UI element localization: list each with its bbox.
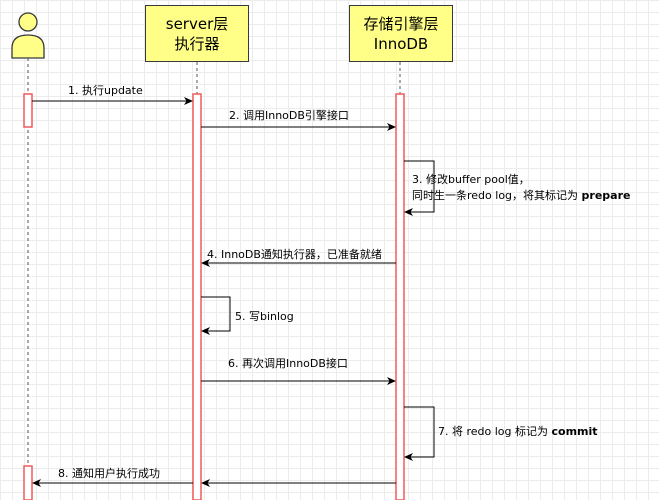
server-participant-line1: server层 [165, 14, 229, 33]
server-activation [192, 93, 202, 500]
message-3-line2-text: 同时生一条redo log，将其标记为 [412, 189, 582, 202]
message-8-label: 8. 通知用户执行成功 [58, 467, 160, 480]
message-3-self-arrow [404, 160, 435, 216]
user-activation-top [23, 93, 33, 128]
message-3-prepare-keyword: prepare [581, 189, 631, 202]
message-7-text: 7. 将 redo log 标记为 [438, 425, 552, 438]
message-5-self-arrow [201, 296, 231, 335]
message-3-line1: 3. 修改buffer pool值， [412, 173, 530, 186]
server-participant-box: server层 执行器 [145, 5, 249, 62]
message-6-label: 6. 再次调用InnoDB接口 [228, 357, 348, 370]
innodb-activation [395, 93, 405, 500]
message-7-label: 7. 将 redo log 标记为 commit [438, 424, 598, 439]
message-3-line2: 同时生一条redo log，将其标记为 prepare [412, 188, 630, 204]
message-4-label: 4. InnoDB通知执行器，已准备就绪 [207, 248, 382, 261]
message-7-commit-keyword: commit [551, 425, 598, 438]
user-actor-icon [11, 12, 45, 59]
server-participant-line2: 执行器 [174, 34, 220, 53]
user-activation-bottom [23, 465, 33, 500]
message-2-label: 2. 调用InnoDB引擎接口 [229, 109, 349, 122]
message-7-self-arrow [404, 406, 435, 461]
message-5-label: 5. 写binlog [235, 310, 294, 323]
message-3-label: 3. 修改buffer pool值， 同时生一条redo log，将其标记为 p… [412, 172, 630, 204]
innodb-participant-line1: 存储引擎层 [363, 14, 439, 33]
message-1-label: 1. 执行update [68, 84, 143, 97]
innodb-participant-box: 存储引擎层 InnoDB [349, 5, 453, 62]
innodb-participant-line2: InnoDB [373, 34, 429, 53]
